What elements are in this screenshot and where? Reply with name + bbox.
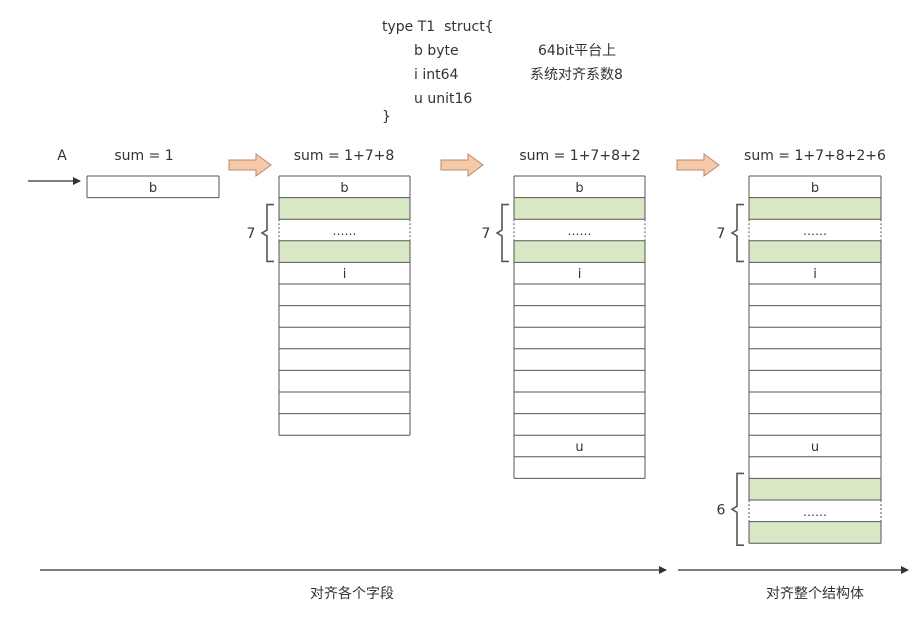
- field-label-i: i: [343, 267, 347, 282]
- stage-2: sum = 1+7+8 b …… i 7: [247, 148, 411, 436]
- stage-1: sum = 1 b: [86, 148, 220, 199]
- sum-label: sum = 1: [114, 148, 173, 164]
- field-label-u: u: [811, 440, 819, 455]
- phase-label-align-struct: 对齐整个结构体: [766, 586, 864, 602]
- field-label-b: b: [811, 181, 819, 196]
- alignment-factor-note: 系统对齐系数8: [530, 67, 623, 83]
- field-label-b: b: [575, 181, 583, 196]
- field-label-i: i: [813, 267, 817, 282]
- stage-transition-arrow: [676, 153, 720, 177]
- sum-label: sum = 1+7+8+2+6: [744, 148, 886, 164]
- stage-4: sum = 1+7+8+2+6 b …… i u …… 7 6: [717, 148, 886, 546]
- field-label-b: b: [149, 181, 157, 196]
- tail-padding-brace: [730, 472, 744, 546]
- padding-cell: [749, 240, 881, 263]
- padding-cell: [279, 240, 410, 263]
- field-label-u: u: [575, 440, 583, 455]
- platform-note: 64bit平台上: [538, 43, 617, 59]
- code-line-struct-close: }: [382, 109, 391, 125]
- padding-cell: [749, 521, 881, 544]
- phase-label-align-fields: 对齐各个字段: [310, 586, 394, 602]
- code-line-field-b: b byte: [414, 43, 459, 59]
- padding-brace: [495, 203, 509, 263]
- ellipsis-label: ……: [568, 224, 592, 238]
- padding-brace: [730, 203, 744, 263]
- padding-size-label: 7: [482, 226, 491, 242]
- padding-size-label: 7: [247, 226, 256, 242]
- field-label-b: b: [340, 181, 348, 196]
- stages-layer: sum = 1 b sum = 1+7+8 b …… i 7 sum = 1+7+8+2 b ………: [86, 148, 886, 546]
- sum-label: sum = 1+7+8: [294, 148, 395, 164]
- code-line-field-u: u unit16: [414, 91, 473, 107]
- padding-cell: [749, 197, 881, 220]
- padding-size-label: 7: [717, 226, 726, 242]
- ellipsis-label: ……: [333, 224, 357, 238]
- ellipsis-label: ……: [803, 505, 827, 519]
- code-line-field-i: i int64: [414, 67, 459, 83]
- arrows-layer: [228, 153, 720, 177]
- sum-label: sum = 1+7+8+2: [519, 148, 640, 164]
- padding-cell: [514, 240, 645, 263]
- pointer-label: A: [57, 148, 67, 164]
- padding-cell: [279, 197, 410, 220]
- stage-transition-arrow: [228, 153, 272, 177]
- stage-transition-arrow: [440, 153, 484, 177]
- tail-padding-size-label: 6: [717, 502, 726, 518]
- stage-3: sum = 1+7+8+2 b …… i u 7: [482, 148, 646, 479]
- ellipsis-label: ……: [803, 224, 827, 238]
- field-label-i: i: [578, 267, 582, 282]
- padding-cell: [749, 478, 881, 500]
- code-line-struct-header: type T1 struct{: [382, 19, 494, 35]
- padding-brace: [260, 203, 274, 263]
- padding-cell: [514, 197, 645, 220]
